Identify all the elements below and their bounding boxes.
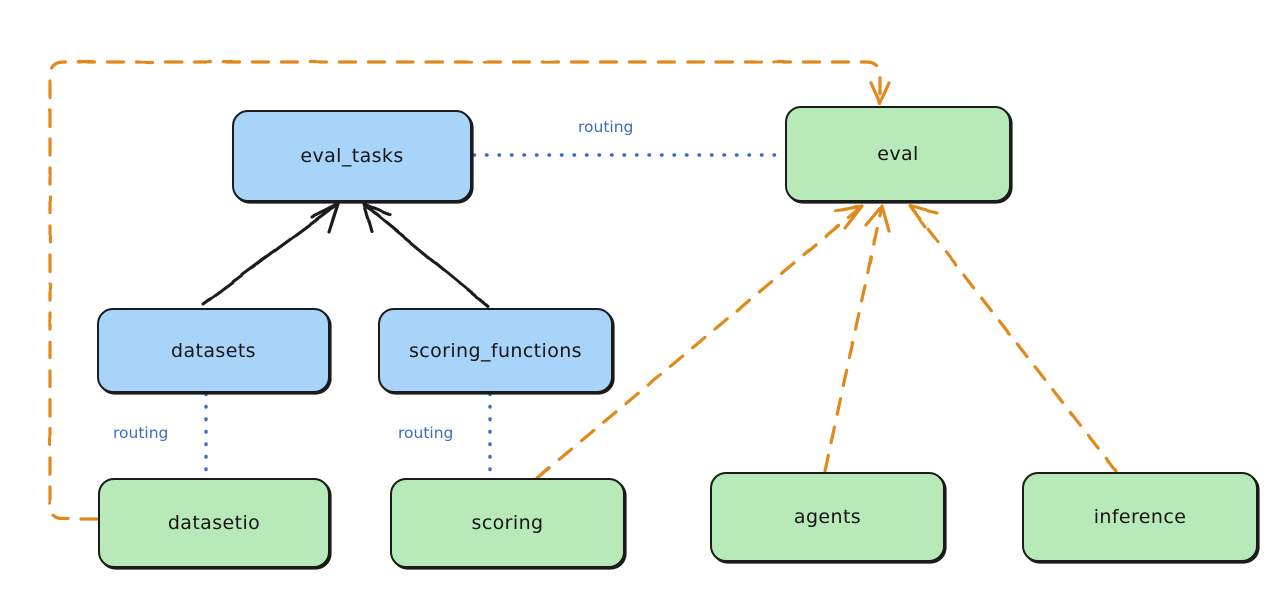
node-datasets[interactable]: datasets (97, 308, 330, 393)
node-inference[interactable]: inference (1022, 472, 1258, 562)
edge-label-routing-eval-tasks-eval: routing (578, 118, 634, 136)
node-label-datasetio: datasetio (167, 512, 261, 534)
node-label-scoring-functions: scoring_functions (409, 339, 582, 362)
node-agents[interactable]: agents (710, 472, 945, 562)
node-label-datasets: datasets (171, 339, 256, 362)
edge-label-routing-datasets-datasetio: routing (113, 424, 169, 442)
node-label-eval: eval (877, 143, 919, 165)
node-label-inference: inference (1093, 506, 1187, 528)
node-label-scoring: scoring (471, 512, 544, 534)
edge-agents-to-eval (823, 204, 891, 473)
node-eval[interactable]: eval (785, 106, 1011, 202)
node-scoring-functions[interactable]: scoring_functions (378, 308, 613, 393)
edge-datasets-to-eval-tasks (201, 202, 340, 306)
node-scoring[interactable]: scoring (390, 478, 625, 568)
node-label-eval-tasks: eval_tasks (300, 145, 404, 167)
edge-label-routing-scoring-functions-scoring: routing (398, 424, 454, 442)
edge-scoring-functions-to-eval-tasks (362, 202, 490, 308)
edge-datasetio-to-eval (48, 60, 891, 521)
node-label-agents: agents (793, 506, 862, 528)
node-datasetio[interactable]: datasetio (98, 478, 330, 568)
edge-scoring-to-eval (535, 204, 864, 480)
node-eval-tasks[interactable]: eval_tasks (232, 110, 472, 202)
edge-inference-to-eval (908, 204, 1118, 473)
